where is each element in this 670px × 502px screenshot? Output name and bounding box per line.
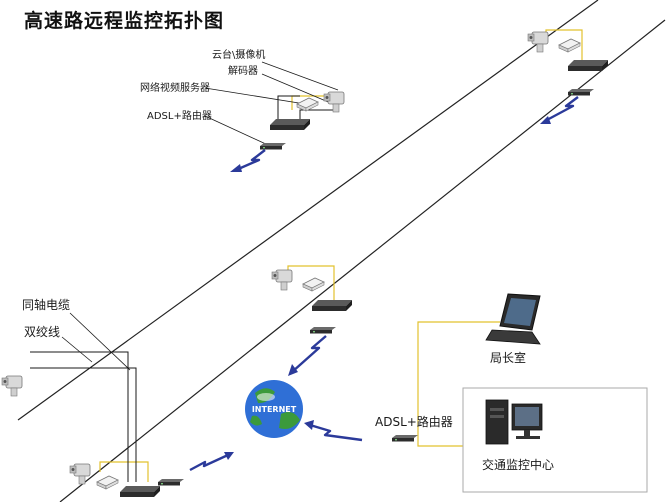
decoder-top — [296, 97, 319, 112]
adsl-router-bottom — [158, 479, 184, 486]
diagram-title: 高速路远程监控拓扑图 — [24, 10, 225, 32]
ptz-camera-top — [323, 91, 345, 113]
pointer-lines — [61, 61, 339, 371]
label-coax-cable: 同轴电缆 — [22, 297, 70, 312]
ptz-camera-left — [1, 375, 23, 397]
label-traffic-center: 交通监控中心 — [482, 457, 554, 472]
video-server-middle — [312, 300, 352, 311]
label-internet: INTERNET — [252, 405, 297, 414]
video-server-top — [270, 119, 310, 130]
internet-globe-icon — [245, 380, 303, 438]
lightning-links — [189, 96, 579, 472]
director-laptop-icon — [485, 293, 541, 345]
label-adsl-router-top: ADSL+路由器 — [147, 109, 212, 122]
decoder-middle — [302, 277, 325, 292]
label-decoder: 解码器 — [228, 64, 258, 77]
adsl-router-center — [392, 435, 418, 442]
video-server-right — [568, 60, 608, 71]
adsl-router-right — [568, 89, 594, 96]
label-director-office: 局长室 — [490, 350, 526, 365]
lightning-arrowheads — [224, 116, 551, 460]
label-adsl-router-center: ADSL+路由器 — [375, 414, 453, 429]
highway-edge-lower — [59, 19, 666, 502]
adsl-router-middle — [310, 327, 336, 334]
video-server-bottom — [120, 486, 160, 497]
decoder-bottom — [96, 475, 119, 490]
highway-edge-upper — [17, 0, 599, 421]
workstation-pc-icon — [485, 399, 543, 445]
ptz-camera-middle — [271, 269, 293, 291]
label-video-server: 网络视频服务器 — [140, 81, 210, 94]
decoder-right — [558, 38, 581, 53]
adsl-router-top — [260, 143, 286, 150]
label-ptz-camera: 云台\摄像机 — [212, 48, 265, 61]
label-twisted-pair: 双绞线 — [24, 324, 60, 339]
cables-black — [30, 95, 335, 482]
